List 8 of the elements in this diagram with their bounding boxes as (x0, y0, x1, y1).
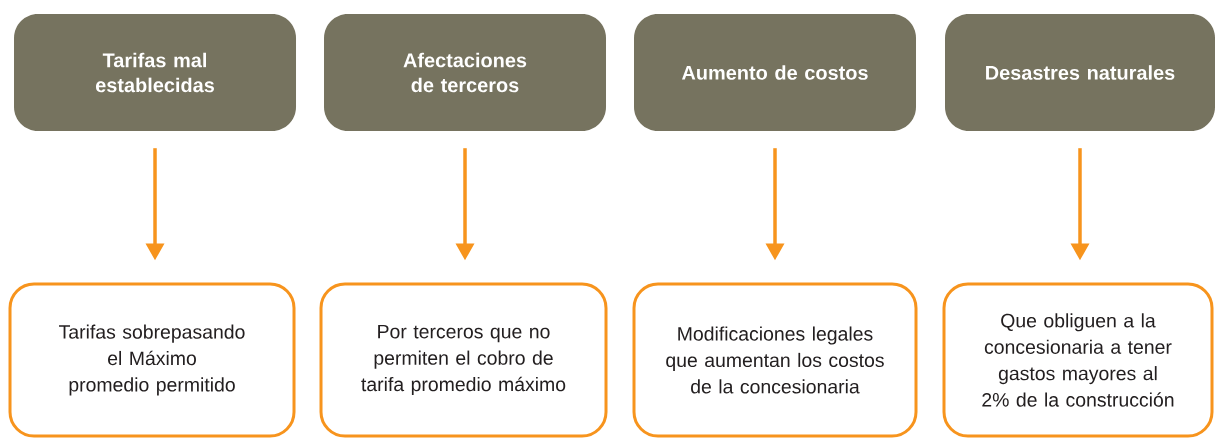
effect-box: Por terceros que no permiten el cobro de tarifa promedio máximo (319, 282, 608, 438)
effect-box: Modificaciones legales que aumentan los costos de la concesionaria (632, 282, 918, 438)
effect-box: Que obliguen a la concesionaria a tener gastos mayores al 2% de la construcción (942, 282, 1214, 438)
cause-box: Desastres naturales (945, 14, 1215, 131)
cause-box: Tarifas mal establecidas (14, 14, 296, 131)
cause-box: Aumento de costos (634, 14, 916, 131)
effect-box: Tarifas sobrepasando el Máximo promedio permitido (8, 282, 296, 438)
cause-box: Afectaciones de terceros (324, 14, 606, 131)
